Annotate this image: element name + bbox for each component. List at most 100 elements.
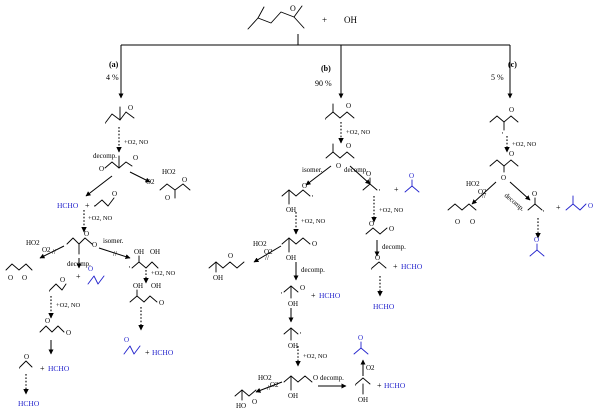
svg-text://: // bbox=[113, 250, 117, 258]
svg-text:O: O bbox=[534, 236, 539, 244]
o2-a2: O2 bbox=[42, 246, 51, 254]
svg-text:O: O bbox=[346, 102, 351, 110]
svg-text:O: O bbox=[532, 190, 537, 198]
svg-text:OH: OH bbox=[213, 274, 223, 282]
hydroxyl-radical: OH bbox=[344, 15, 357, 25]
svg-text:+: + bbox=[556, 203, 561, 212]
step-isomer-a2: isomer. bbox=[103, 237, 124, 245]
hcho-b11: HCHO bbox=[373, 302, 395, 311]
svg-text:·: · bbox=[93, 201, 96, 211]
svg-text:O: O bbox=[84, 230, 89, 238]
hydroxy-ketone-b6: HO O bbox=[234, 389, 257, 410]
o2-c2: O2 bbox=[478, 188, 487, 196]
pathway-c-label: (c) bbox=[508, 60, 517, 69]
svg-text:OH: OH bbox=[151, 282, 161, 290]
svg-text:O: O bbox=[128, 104, 133, 112]
acetone-radical-c3: O · bbox=[527, 190, 545, 216]
svg-text:O: O bbox=[409, 172, 414, 180]
hydroxy-radical-b2: OH O · bbox=[281, 182, 314, 214]
svg-text:+: + bbox=[76, 272, 81, 281]
svg-text:OH: OH bbox=[288, 392, 298, 400]
hydroxy-radical-b4: OH O · bbox=[280, 284, 305, 308]
svg-text:·: · bbox=[542, 206, 545, 216]
vinyl-ketone-a6: O bbox=[123, 336, 141, 355]
svg-text:O: O bbox=[588, 202, 593, 210]
step-decomp-c2: decomp. bbox=[503, 191, 527, 213]
svg-text:O: O bbox=[358, 334, 363, 342]
svg-text:·: · bbox=[354, 380, 357, 390]
svg-text:·: · bbox=[378, 185, 381, 195]
svg-text:·: · bbox=[104, 118, 107, 128]
acetone-b7: O bbox=[353, 334, 369, 355]
ho2-c2: HO2 bbox=[466, 180, 480, 188]
svg-text:O: O bbox=[24, 353, 29, 361]
conditions-b8: +O2, NO bbox=[379, 207, 404, 214]
radical-a3: O · bbox=[48, 276, 67, 296]
acetone-c4: O bbox=[529, 236, 545, 257]
svg-text:+: + bbox=[85, 201, 90, 210]
svg-text:O: O bbox=[165, 194, 170, 202]
svg-text:+: + bbox=[394, 185, 399, 194]
hcho-a6: HCHO bbox=[152, 348, 174, 357]
step-decomp-a1: decomp. bbox=[93, 152, 117, 160]
svg-text:OH: OH bbox=[288, 342, 298, 350]
alkoxy-b9: O O bbox=[365, 220, 394, 235]
plus-sign: + bbox=[322, 15, 327, 25]
step-isomer-b1: isomer. bbox=[302, 166, 323, 174]
hydroxy-alkoxy-b3: OH O bbox=[281, 237, 317, 262]
step-decomp-b3: decomp. bbox=[301, 266, 325, 274]
isobutanal-c3: O bbox=[565, 195, 593, 211]
svg-text:OH: OH bbox=[134, 248, 144, 256]
o2-b7: O2 bbox=[366, 364, 375, 372]
acetyl-a4: O · bbox=[18, 353, 33, 373]
svg-text:O: O bbox=[313, 374, 318, 382]
alkoxy-b1: O O bbox=[325, 142, 355, 170]
reactant-methyl-isobutyl-ketone: O bbox=[247, 4, 305, 30]
hcho-b10: HCHO bbox=[401, 262, 423, 271]
svg-text:·: · bbox=[18, 363, 21, 373]
step-decomp-a2: decomp. bbox=[67, 260, 91, 268]
svg-text:·: · bbox=[280, 288, 283, 298]
pathway-a-label: (a) bbox=[109, 60, 119, 69]
svg-text://: // bbox=[482, 192, 486, 200]
svg-text:HO: HO bbox=[236, 402, 246, 410]
pathway-b-percent: 90 % bbox=[315, 79, 332, 88]
svg-text:O: O bbox=[366, 170, 371, 178]
svg-text:·: · bbox=[299, 328, 302, 338]
pathway-a: O · +O2, NO O O decomp. HO2 O2 O O HCHO … bbox=[5, 104, 191, 408]
pathway-b: O · +O2, NO O O isomer. decomp. OH O · +… bbox=[208, 102, 423, 410]
hydroxy-diketone-b3: OH O bbox=[208, 252, 245, 282]
o2-a1: O2 bbox=[146, 178, 155, 186]
radical-c1: O · bbox=[489, 106, 519, 138]
svg-text:O: O bbox=[8, 274, 13, 282]
acetone-b8: O bbox=[404, 172, 420, 193]
svg-text:·: · bbox=[501, 128, 504, 138]
svg-text:OH: OH bbox=[288, 300, 298, 308]
svg-text:·: · bbox=[128, 262, 131, 272]
ketone-oxygen: O bbox=[290, 4, 296, 13]
alkoxy-c2: O O bbox=[489, 150, 519, 182]
conditions-a5: +O2, NO bbox=[151, 270, 176, 277]
diketone-a2: O O bbox=[5, 263, 33, 282]
radical-b1: O · bbox=[324, 102, 355, 124]
hcho-b4: HCHO bbox=[319, 291, 341, 300]
svg-text:O: O bbox=[252, 398, 257, 406]
ho2-b3: HO2 bbox=[253, 240, 267, 248]
ho2-b6: HO2 bbox=[258, 374, 272, 382]
step-decomp-b6: decomp. bbox=[320, 374, 344, 382]
svg-text:OH: OH bbox=[150, 248, 160, 256]
pathway-a-percent: 4 % bbox=[106, 73, 119, 82]
svg-text:+: + bbox=[145, 348, 150, 357]
hydroxy-radical-a5: OH OH · bbox=[128, 248, 160, 272]
svg-text:O: O bbox=[501, 174, 506, 182]
svg-text:+: + bbox=[311, 291, 316, 300]
svg-text:O: O bbox=[124, 336, 129, 344]
hcho-a1: HCHO bbox=[57, 201, 79, 210]
svg-text:O: O bbox=[302, 182, 307, 190]
conditions-a2: +O2, NO bbox=[88, 215, 113, 222]
svg-text://: // bbox=[265, 254, 269, 262]
conditions-b1: +O2, NO bbox=[346, 129, 371, 136]
conditions-a1: +O2, NO bbox=[124, 139, 149, 146]
svg-text:O: O bbox=[509, 150, 514, 158]
svg-text:O: O bbox=[22, 274, 27, 282]
